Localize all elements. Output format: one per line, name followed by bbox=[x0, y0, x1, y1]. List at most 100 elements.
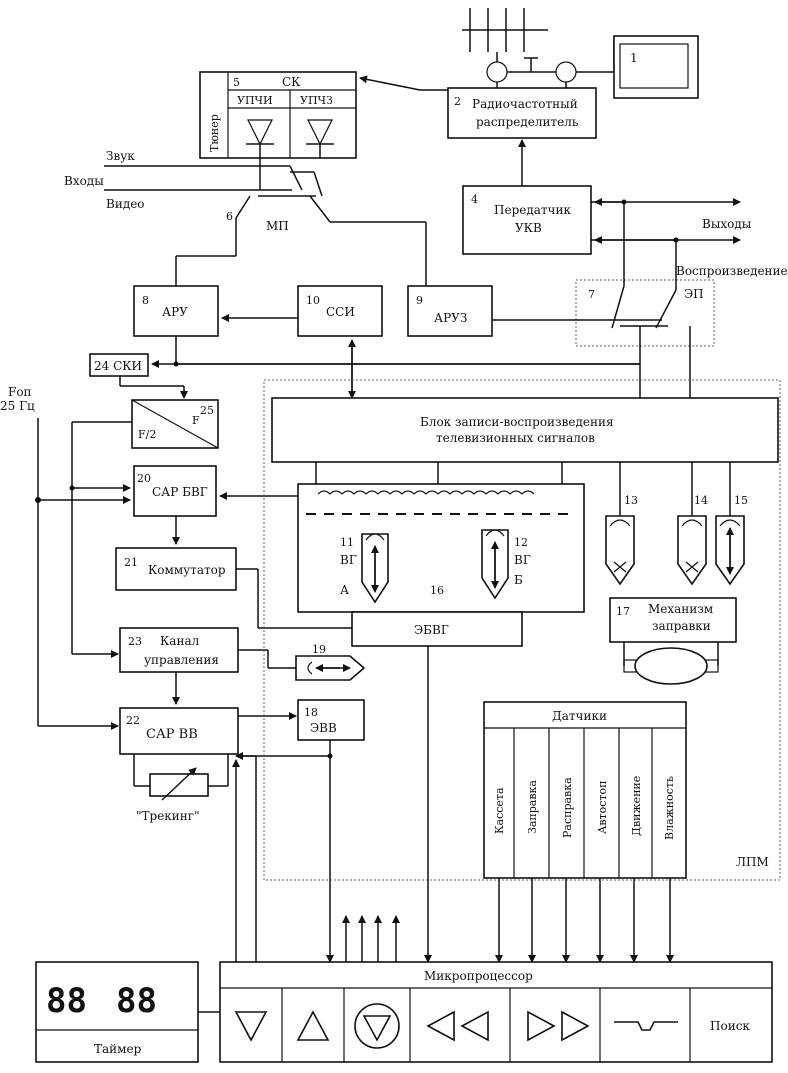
svg-text:АРУ: АРУ bbox=[162, 305, 188, 319]
timer-label: Таймер bbox=[94, 1042, 142, 1056]
svg-text:20: 20 bbox=[137, 472, 151, 485]
svg-text:Канал: Канал bbox=[160, 634, 200, 648]
fast-forward-icon[interactable] bbox=[527, 1010, 590, 1042]
svg-text:ЭП: ЭП bbox=[684, 287, 704, 301]
svg-text:F/2: F/2 bbox=[138, 428, 156, 441]
svg-text:24 СКИ: 24 СКИ bbox=[94, 359, 142, 373]
svg-text:Б: Б bbox=[514, 573, 523, 587]
svg-text:Радиочастотный: Радиочастотный bbox=[472, 97, 578, 111]
svg-text:УПЧЗ: УПЧЗ bbox=[300, 94, 333, 107]
sensor-threading: Заправка bbox=[526, 780, 539, 834]
svg-text:7: 7 bbox=[588, 288, 595, 301]
connector-circle-icon bbox=[555, 61, 577, 83]
svg-text:4: 4 bbox=[471, 193, 478, 206]
sensors-title: Датчики bbox=[552, 709, 607, 723]
sensor-motion: Движение bbox=[630, 776, 643, 836]
capstan-servo-block-22: 22 САР ВВ bbox=[119, 707, 239, 755]
svg-text:2: 2 bbox=[454, 95, 461, 108]
svg-text:А: А bbox=[340, 583, 349, 597]
svg-text:19: 19 bbox=[312, 643, 326, 656]
svg-text:УПЧИ: УПЧИ bbox=[237, 94, 273, 107]
svg-text:ССИ: ССИ bbox=[326, 305, 355, 319]
eject-down-icon[interactable] bbox=[234, 1011, 268, 1042]
capstan-motor-block-18: 18 ЭВВ bbox=[297, 699, 365, 741]
threading-mechanism-block-17: 17 Механизм заправки bbox=[609, 597, 737, 643]
svg-text:21: 21 bbox=[124, 556, 138, 569]
sensor-unthreading: Расправка bbox=[561, 777, 574, 838]
svg-text:СК: СК bbox=[282, 75, 301, 89]
erase-head-14-icon: 14 bbox=[677, 494, 708, 586]
tracking-label: "Трекинг" bbox=[136, 809, 200, 823]
tracking-potentiometer-icon bbox=[149, 767, 209, 801]
input-label-sound: Звук bbox=[106, 149, 135, 163]
rf-distributor-block-2: 2 Радиочастотный распределитель bbox=[447, 87, 597, 139]
search-key[interactable]: Поиск bbox=[710, 1019, 750, 1033]
svg-text:F: F bbox=[192, 414, 200, 427]
control-channel-block-23: 23 Канал управления bbox=[119, 627, 239, 673]
video-head-a-icon: 11 ВГ А bbox=[340, 533, 389, 604]
svg-text:11: 11 bbox=[340, 536, 354, 549]
svg-text:25: 25 bbox=[200, 404, 214, 417]
microprocessor-block: Микропроцессор bbox=[219, 961, 773, 1063]
svg-text:8: 8 bbox=[142, 294, 149, 307]
svg-text:22: 22 bbox=[126, 714, 140, 727]
lpm-region bbox=[263, 379, 781, 881]
sensor-cassette: Кассета bbox=[493, 787, 506, 834]
pause-icon[interactable] bbox=[614, 1021, 678, 1031]
sensors-panel: Датчики Кассета Заправка Расправка Автос… bbox=[483, 701, 687, 879]
svg-text:САР ВВ: САР ВВ bbox=[146, 727, 198, 742]
svg-text:Передатчик: Передатчик bbox=[494, 203, 571, 217]
svg-text:5: 5 bbox=[233, 76, 240, 89]
audio-head-15-icon: 15 bbox=[715, 494, 748, 586]
svg-text:УКВ: УКВ bbox=[515, 221, 542, 235]
svg-text:Коммутатор: Коммутатор bbox=[148, 563, 226, 577]
commutator-block-21: 21 Коммутатор bbox=[115, 547, 237, 591]
up-icon[interactable] bbox=[296, 1010, 330, 1041]
svg-text:ЭВВ: ЭВВ bbox=[310, 721, 337, 735]
erase-head-13-icon: 13 bbox=[605, 494, 638, 586]
fop-label: Fоп bbox=[8, 385, 32, 399]
svg-text:10: 10 bbox=[306, 294, 320, 307]
lpm-label: ЛПМ bbox=[736, 855, 769, 869]
timer-display: 88 88 Таймер bbox=[35, 961, 199, 1063]
switch-mp-label: МП bbox=[266, 219, 289, 233]
record-icon[interactable] bbox=[354, 1003, 400, 1049]
svg-text:заправки: заправки bbox=[652, 619, 711, 633]
sensor-autostop: Автостоп bbox=[596, 781, 609, 834]
svg-text:Тюнер: Тюнер bbox=[208, 114, 221, 152]
block-number: 1 bbox=[630, 51, 638, 65]
svg-text:Микропроцессор: Микропроцессор bbox=[424, 969, 533, 983]
monitor-block-1: 1 bbox=[613, 35, 699, 99]
svg-text:ЭБВГ: ЭБВГ bbox=[414, 623, 449, 637]
svg-text:распределитель: распределитель bbox=[476, 115, 579, 129]
svg-text:16: 16 bbox=[430, 584, 444, 597]
outputs-label: Выходы bbox=[702, 217, 752, 231]
switch-ep-block-7: 7 ЭП bbox=[575, 279, 715, 347]
timer-digits-right: 88 bbox=[116, 981, 157, 1021]
svg-text:ВГ: ВГ bbox=[340, 553, 357, 567]
sync-pulse-block-24: 24 СКИ bbox=[89, 353, 149, 377]
svg-text:18: 18 bbox=[304, 706, 318, 719]
playback-label: Воспроизведение bbox=[676, 264, 788, 278]
inputs-label: Входы bbox=[64, 174, 104, 188]
drum-servo-block-20: 20 САР БВГ bbox=[133, 465, 217, 517]
svg-text:15: 15 bbox=[734, 494, 748, 507]
antenna-icon bbox=[462, 8, 548, 52]
diode-icon bbox=[246, 119, 274, 158]
tuner-block-5: Тюнер 5 СК УПЧИ УПЧЗ bbox=[199, 71, 357, 159]
record-playback-block: Блок записи-воспроизведения телевизионны… bbox=[271, 397, 779, 463]
svg-text:Механизм: Механизм bbox=[648, 602, 713, 616]
agc-block-8: 8 АРУ bbox=[133, 285, 219, 337]
svg-text:6: 6 bbox=[226, 210, 233, 223]
input-label-video: Видео bbox=[106, 197, 145, 211]
svg-text:13: 13 bbox=[624, 494, 638, 507]
audio-agc-block-9: 9 АРУЗ bbox=[407, 285, 493, 337]
svg-text:управления: управления bbox=[144, 653, 219, 667]
sensor-humidity: Влажность bbox=[663, 776, 676, 840]
svg-text:АРУЗ: АРУЗ bbox=[434, 311, 467, 325]
divider-block-25: 25 F F/2 bbox=[131, 399, 219, 449]
svg-text:9: 9 bbox=[416, 294, 423, 307]
rewind-icon[interactable] bbox=[426, 1010, 489, 1042]
